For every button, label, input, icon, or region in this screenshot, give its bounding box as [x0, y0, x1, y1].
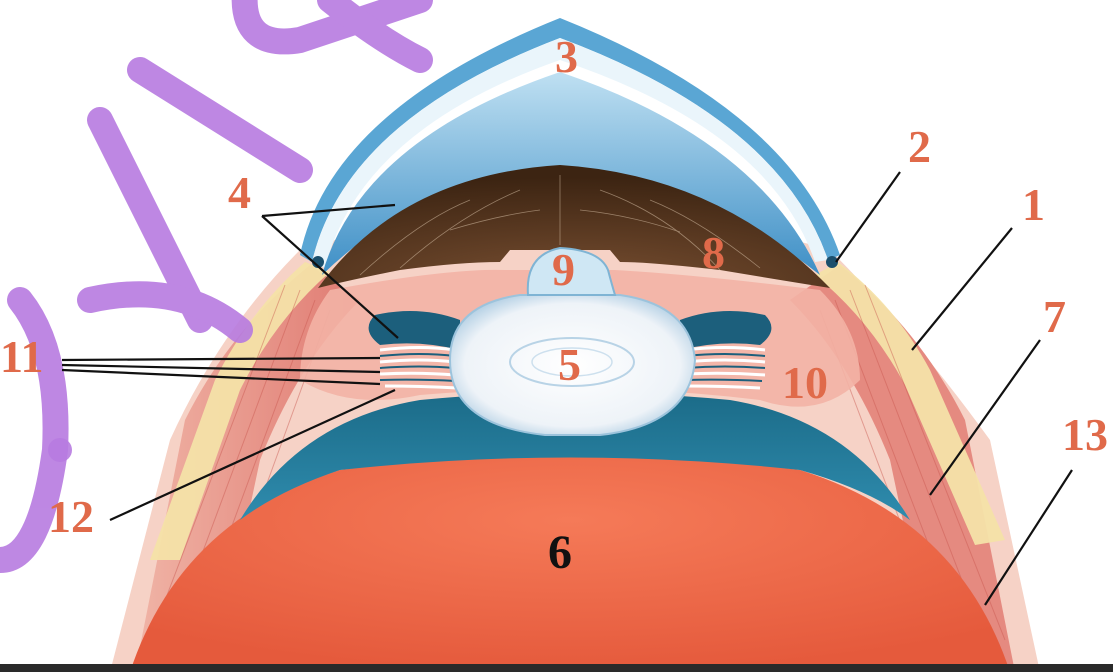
label-4: 4 [228, 167, 251, 218]
label-12: 12 [48, 491, 94, 542]
label-7: 7 [1043, 291, 1066, 342]
label-3: 3 [555, 31, 578, 82]
label-6: 6 [548, 526, 572, 579]
label-2: 2 [908, 121, 931, 172]
label-8: 8 [702, 227, 725, 278]
label-5: 5 [558, 339, 581, 390]
label-10: 10 [782, 357, 828, 408]
label-13: 13 [1062, 409, 1108, 460]
label-11: 11 [0, 331, 43, 382]
label-9: 9 [552, 244, 575, 295]
label-1: 1 [1022, 179, 1045, 230]
